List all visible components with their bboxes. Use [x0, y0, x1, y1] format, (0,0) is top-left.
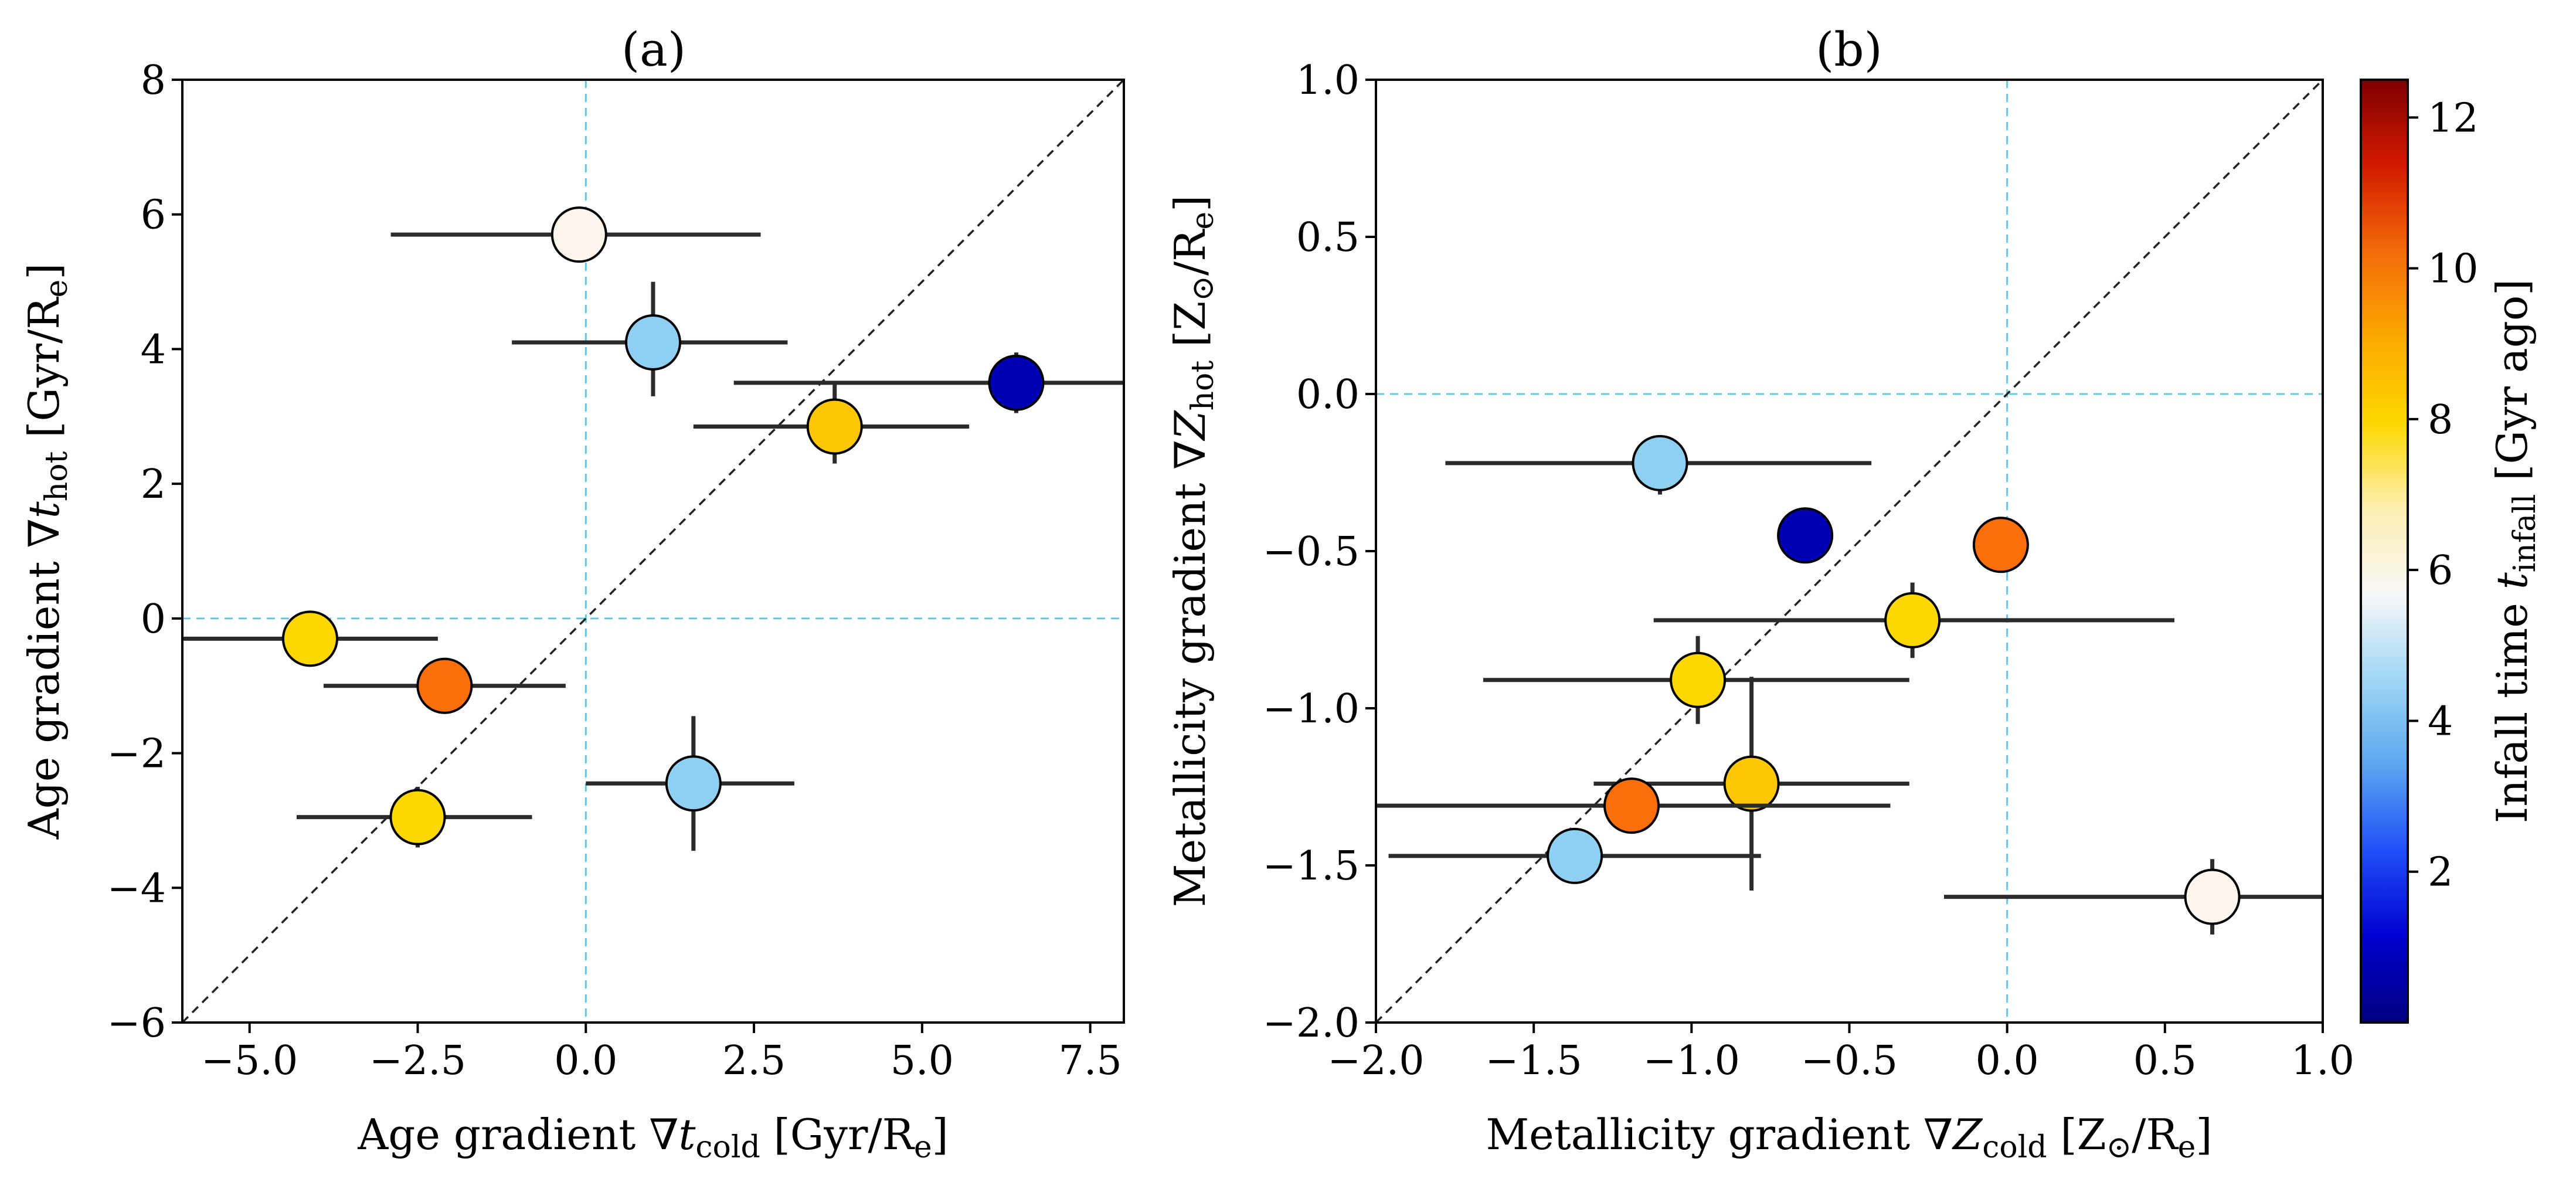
x-tick-label: 0.0	[1976, 1038, 2039, 1084]
panel-a-frame	[181, 79, 1125, 1024]
colorbar-tick-label: 6	[2428, 548, 2453, 594]
x-tick-label: 2.5	[722, 1038, 786, 1084]
data-point-marker	[389, 789, 446, 845]
data-point	[693, 382, 970, 464]
y-tick-label: 0.0	[1296, 372, 1360, 418]
data-point-marker	[1777, 507, 1834, 564]
data-point-marker	[806, 398, 863, 455]
data-point-marker	[1632, 434, 1688, 491]
x-tick-label: 0.5	[2133, 1038, 2197, 1084]
data-point-marker	[625, 314, 681, 371]
y-tick-label: 0	[141, 596, 166, 643]
panel-a-x-ticks: −5.0 −2.5 0.0 2.5 5.0 7.5	[201, 1023, 1122, 1084]
data-point-marker	[1603, 777, 1660, 834]
x-tick-label: −5.0	[201, 1038, 298, 1084]
data-point	[733, 352, 1124, 413]
panel-a: (a) −5.0 −2.5 0.0 2.5 5.0 7.5 −6 −4 −2 0 2 4 6 8 Age…	[19, 22, 1125, 1165]
x-tick-label: −0.5	[1801, 1038, 1898, 1084]
data-point	[182, 610, 438, 667]
data-point	[1376, 777, 1891, 834]
y-tick-label: 6	[141, 192, 166, 239]
y-tick-label: 8	[141, 57, 166, 104]
colorbar: 2 4 6 8 10 12 Infall time tinfall [Gyr ago]	[2360, 79, 2543, 1024]
data-point	[1653, 582, 2174, 658]
data-point	[1483, 636, 1909, 724]
data-point-marker	[1972, 517, 2029, 573]
data-point	[390, 206, 761, 263]
x-tick-label: −1.5	[1486, 1038, 1582, 1084]
data-point-marker	[988, 354, 1045, 411]
y-tick-label: 1.0	[1296, 57, 1360, 104]
x-tick-label: 7.5	[1059, 1038, 1122, 1084]
panel-a-title: (a)	[621, 22, 686, 77]
data-point-marker	[1670, 651, 1727, 708]
colorbar-label: Infall time tinfall [Gyr ago]	[2487, 279, 2543, 824]
y-tick-label: −0.5	[1263, 529, 1360, 575]
x-tick-label: −1.0	[1643, 1038, 1740, 1084]
data-point	[1777, 507, 1834, 564]
panel-a-x-label: Age gradient ∇tcold [Gyr/Re]	[357, 1110, 948, 1165]
y-tick-label: 0.5	[1296, 215, 1360, 261]
panel-a-one-to-one-line	[181, 79, 1125, 1024]
data-point	[1944, 859, 2323, 935]
colorbar-gradient	[2361, 80, 2408, 1023]
y-tick-label: −6	[107, 1000, 166, 1047]
panel-b-x-ticks: −2.0 −1.5 −1.0 −0.5 0.0 0.5 1.0	[1327, 1023, 2354, 1084]
panel-b-one-to-one-line	[1375, 79, 2324, 1024]
panel-b: (b) −2.0 −1.5 −1.0 −0.5 0.0 0.5 1.0 −2.0 −1.5 −1…	[1165, 22, 2354, 1165]
colorbar-tick-label: 8	[2428, 397, 2453, 443]
panel-b-title: (b)	[1816, 22, 1882, 77]
one-to-one-line	[181, 79, 1125, 1024]
y-tick-label: −2.0	[1263, 1000, 1360, 1047]
y-tick-label: −1.0	[1263, 686, 1360, 732]
y-tick-label: −4	[107, 865, 166, 912]
colorbar-ticks: 2 4 6 8 10 12	[2408, 95, 2479, 896]
data-point	[586, 716, 794, 851]
panel-b-y-label: Metallicity gradient ∇Zhot [Z⊙/Re]	[1165, 195, 1221, 907]
colorbar-tick-label: 12	[2428, 95, 2479, 141]
panel-a-y-ticks: −6 −4 −2 0 2 4 6 8	[107, 57, 182, 1047]
data-point-marker	[2184, 868, 2241, 925]
y-tick-label: 4	[141, 327, 166, 373]
data-point	[1972, 517, 2029, 573]
data-point	[1388, 827, 1761, 884]
y-tick-label: 2	[141, 461, 166, 508]
data-point	[297, 787, 532, 848]
x-tick-label: −2.5	[369, 1038, 466, 1084]
y-tick-label: −1.5	[1263, 843, 1360, 889]
x-tick-label: 1.0	[2291, 1038, 2354, 1084]
panel-b-y-ticks: −2.0 −1.5 −1.0 −0.5 0.0 0.5 1.0	[1263, 57, 1376, 1047]
data-point-marker	[1547, 827, 1603, 884]
data-point-marker	[665, 755, 722, 812]
data-point-marker	[281, 610, 338, 667]
data-point	[323, 657, 566, 714]
panel-a-y-label: Age gradient ∇thot [Gyr/Re]	[19, 263, 74, 840]
colorbar-tick-label: 10	[2428, 246, 2479, 293]
data-point-marker	[1884, 592, 1941, 648]
panel-a-points	[182, 206, 1124, 851]
x-tick-label: 5.0	[891, 1038, 954, 1084]
colorbar-tick-label: 2	[2428, 850, 2453, 896]
panel-b-points	[1376, 434, 2323, 935]
x-tick-label: −2.0	[1327, 1038, 1424, 1084]
panel-b-x-label: Metallicity gradient ∇Zcold [Z⊙/Re]	[1486, 1110, 2212, 1165]
one-to-one-line	[1375, 79, 2324, 1024]
colorbar-tick-label: 4	[2428, 698, 2453, 745]
data-point	[1445, 434, 1872, 495]
data-point-marker	[416, 657, 473, 714]
data-point-marker	[1723, 755, 1780, 812]
x-tick-label: 0.0	[554, 1038, 617, 1084]
colorbar-frame	[2360, 79, 2409, 1024]
data-point-marker	[550, 206, 607, 263]
y-tick-label: −2	[107, 731, 166, 777]
data-point	[512, 281, 788, 396]
